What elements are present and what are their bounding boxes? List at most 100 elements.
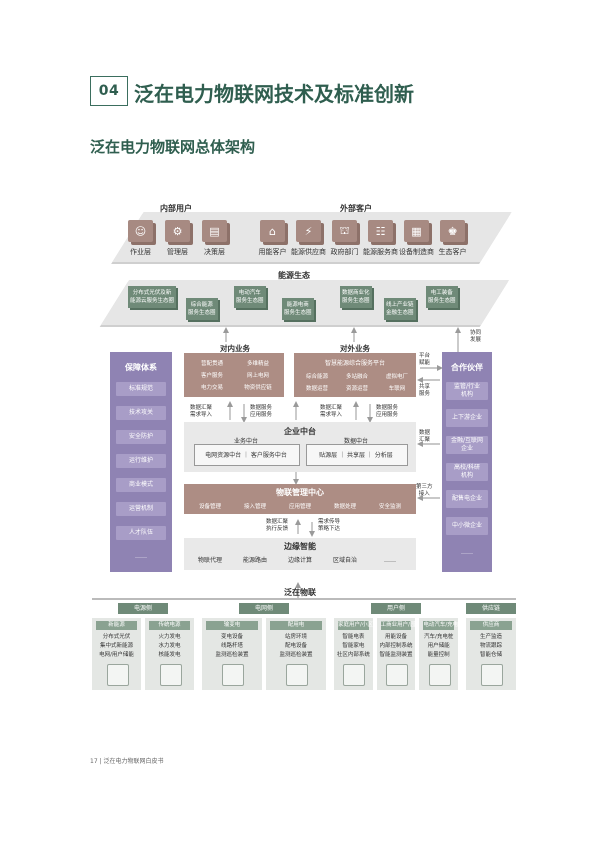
- device-icon: [222, 664, 244, 686]
- ecosystem-box: 电工装备服务生态圈: [426, 286, 458, 308]
- column-item: 生产监造: [479, 634, 502, 640]
- user-icon: ☺: [128, 220, 153, 242]
- column-header: 工商业用户/园区: [380, 621, 422, 630]
- ecosystem-box: 能源电商服务生态圈: [282, 298, 314, 320]
- security-item: 人才队伍: [116, 526, 166, 540]
- internal-business-cell: 物资供应链: [244, 385, 272, 391]
- iot-center-item: 数据处理: [333, 504, 356, 510]
- ecosystem-box: 综合能源服务生态圈: [186, 298, 218, 320]
- enterprise-center-title: 企业中台: [284, 427, 316, 436]
- coop-develop-label: 协同发展: [470, 330, 482, 343]
- column-header: 电动汽车/充电桩: [423, 621, 464, 630]
- column-header: 新能源: [96, 621, 137, 630]
- external-business-box: [294, 353, 416, 397]
- column-item: 用能设备: [384, 634, 407, 640]
- right-up-label: 数据汇聚需求导入: [320, 405, 343, 418]
- customer-icon: ⛫: [332, 220, 357, 242]
- column-item: 火力发电: [158, 634, 181, 640]
- external-business-cell: 多站融合: [345, 374, 368, 380]
- partner-item: 上下游企业: [446, 409, 488, 427]
- iot-center-panel: [184, 484, 416, 514]
- user-icon: ⚙: [165, 220, 190, 242]
- platform-empower-label: 平台赋能: [419, 353, 431, 366]
- security-item: ……: [135, 553, 147, 560]
- device-icon: [286, 664, 308, 686]
- column-item: 智能仓储: [479, 652, 502, 658]
- device-icon: [159, 664, 182, 686]
- column-item: 智能监测装置: [379, 652, 413, 658]
- column-header: 供应商: [470, 621, 512, 630]
- column-item: 内部控制系统: [379, 643, 413, 649]
- iot-center-item: 设备管理: [198, 504, 221, 510]
- ecosystem-box: 数据商业化服务生态圈: [340, 286, 372, 308]
- shared-service-label: 共享服务: [419, 384, 431, 397]
- external-business-header: 智慧能源综合服务平台: [324, 360, 385, 367]
- device-icon: [106, 664, 129, 686]
- security-item: 安全防护: [116, 430, 166, 444]
- footer: 17 | 泛在电力物联网白皮书: [90, 758, 164, 765]
- external-customer-label: 用能客户: [258, 248, 287, 256]
- column-item: 物流跟踪: [479, 643, 502, 649]
- column-item: 汽车/充电桩: [423, 634, 454, 640]
- column-item: 分布式光伏: [102, 634, 131, 640]
- external-business-cell: 综合能源: [305, 374, 328, 380]
- internal-business-title: 对内业务: [220, 344, 250, 353]
- column-item: 水力发电: [158, 643, 181, 649]
- column-item: 核能发电: [158, 652, 181, 658]
- external-business-cell: 虚拟电厂: [385, 374, 408, 380]
- iot-center-item: 接入管理: [243, 504, 266, 510]
- user-icon: ▤: [202, 220, 227, 242]
- customer-icon: ⌂: [260, 220, 285, 242]
- external-customers-label: 外部客户: [340, 204, 372, 213]
- edge-item: 边缘计算: [287, 557, 312, 564]
- internal-business-box: [184, 353, 284, 397]
- partner-item: ……: [461, 549, 473, 556]
- device-icon: [481, 664, 503, 686]
- customer-icon: ▦: [404, 220, 429, 242]
- column-header: 传统电源: [149, 621, 190, 630]
- category-header: 供应链: [466, 603, 516, 614]
- edge-item: 区域自治: [332, 557, 357, 564]
- left-up-label: 数据汇聚需求导入: [190, 405, 213, 418]
- ecosystem-box: 电动汽车服务生态圈: [234, 286, 266, 308]
- column-header: 家庭用户/小区: [338, 621, 373, 630]
- internal-business-cell: 电力交易: [200, 385, 223, 391]
- partner-item: 高校/科研机构: [446, 463, 488, 481]
- internal-business-cell: 网上电网: [246, 373, 269, 379]
- ecosystem-box: 分布式光伏及新能源云服务生态圈: [128, 286, 177, 308]
- external-customer-label: 能源供应商: [291, 248, 326, 256]
- ubiquitous-iot-label: 泛在物联: [284, 588, 316, 597]
- partner-item: 配售电企业: [446, 490, 488, 508]
- category-header: 电源侧: [118, 603, 168, 614]
- internal-users-label: 内部用户: [160, 204, 192, 213]
- business-center-title: 业务中台: [233, 438, 258, 445]
- edge-down-label: 需求传导策略下达: [318, 519, 341, 532]
- column-item: 变电设备: [220, 634, 243, 640]
- external-business-cell: 资源运营: [345, 386, 368, 392]
- internal-user-label: 管理层: [167, 248, 188, 256]
- left-down-label: 数据服务应用服务: [250, 405, 273, 418]
- iot-center-item: 安全监测: [378, 504, 401, 510]
- column-item: 站房环境: [284, 634, 307, 640]
- column-item: 能量控制: [427, 652, 450, 658]
- customer-icon: ☷: [368, 220, 393, 242]
- security-item: 商业模式: [116, 478, 166, 492]
- category-header: 用户侧: [371, 603, 421, 614]
- edge-item: 物联代理: [197, 557, 222, 564]
- internal-business-cell: 客户服务: [200, 373, 223, 379]
- column-item: 智能家电: [342, 643, 365, 649]
- internal-business-cell: 多维精益: [246, 361, 269, 367]
- third-party-label: 第三方接入: [416, 484, 433, 497]
- security-item: 运行维护: [116, 454, 166, 468]
- external-customer-label: 政府部门: [330, 248, 359, 256]
- column-item: 线路杆塔: [220, 643, 243, 649]
- edge-item: ……: [384, 557, 396, 564]
- section-number: 04: [90, 76, 128, 106]
- column-item: 集中式新能源: [99, 643, 133, 649]
- column-item: 电网/用户储能: [99, 652, 134, 658]
- column-header: 配用电: [270, 621, 322, 630]
- external-customer-label: 能源服务商: [363, 248, 398, 256]
- security-item: 技术攻关: [116, 406, 166, 420]
- device-icon: [386, 664, 408, 686]
